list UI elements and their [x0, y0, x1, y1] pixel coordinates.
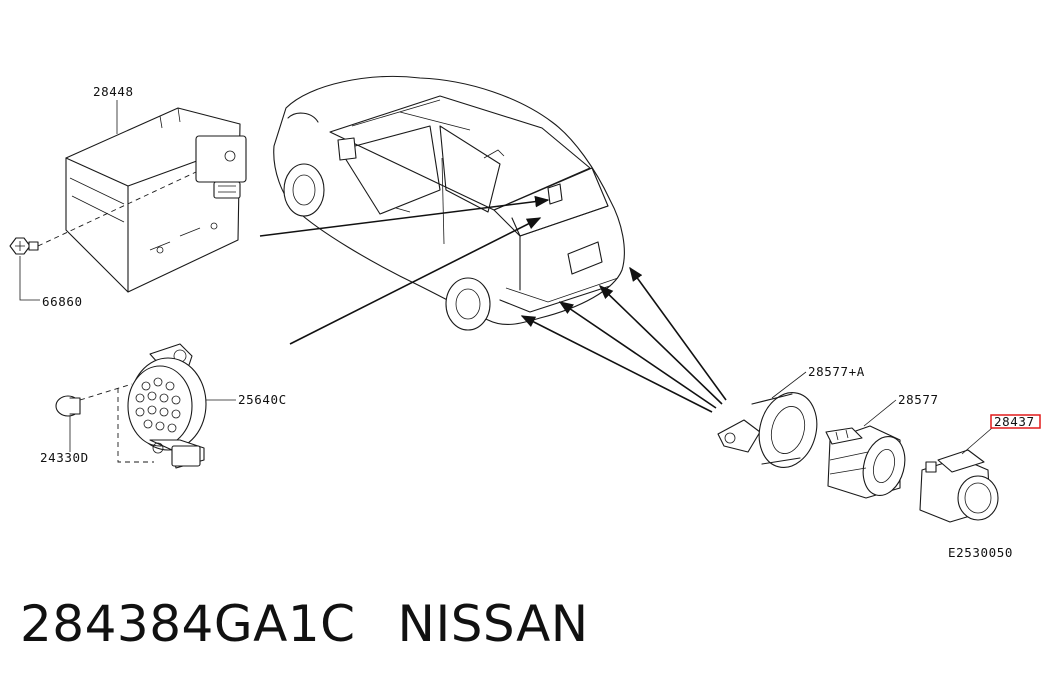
brand-name: NISSAN — [397, 595, 589, 653]
part-caption: 284384GA1C NISSAN — [20, 595, 589, 665]
part-label-clip: 24330D — [40, 450, 89, 465]
part-label-sensor: 28437 — [994, 414, 1035, 429]
part-label-bracket: 28577 — [898, 392, 939, 407]
buzzer-illustration — [127, 343, 207, 469]
part-label-bracket-a: 28577+A — [808, 364, 865, 379]
part-label-screw: 66860 — [42, 294, 83, 309]
figure-code: E2530050 — [948, 545, 1013, 560]
clip-illustration — [55, 395, 81, 417]
parts-diagram: 28448 66860 25640C 24330D — [9, 75, 1041, 560]
control-module-illustration — [65, 107, 247, 293]
sensor-highlight-box — [990, 414, 1041, 429]
car-illustration — [273, 75, 625, 331]
part-label-module: 28448 — [93, 84, 134, 99]
part-number: 284384GA1C — [20, 595, 356, 653]
bracket-a-illustration — [717, 392, 818, 468]
bracket-illustration — [825, 425, 906, 499]
screw-illustration — [9, 237, 39, 255]
sensor-illustration — [919, 449, 999, 523]
part-label-buzzer: 25640C — [238, 392, 287, 407]
